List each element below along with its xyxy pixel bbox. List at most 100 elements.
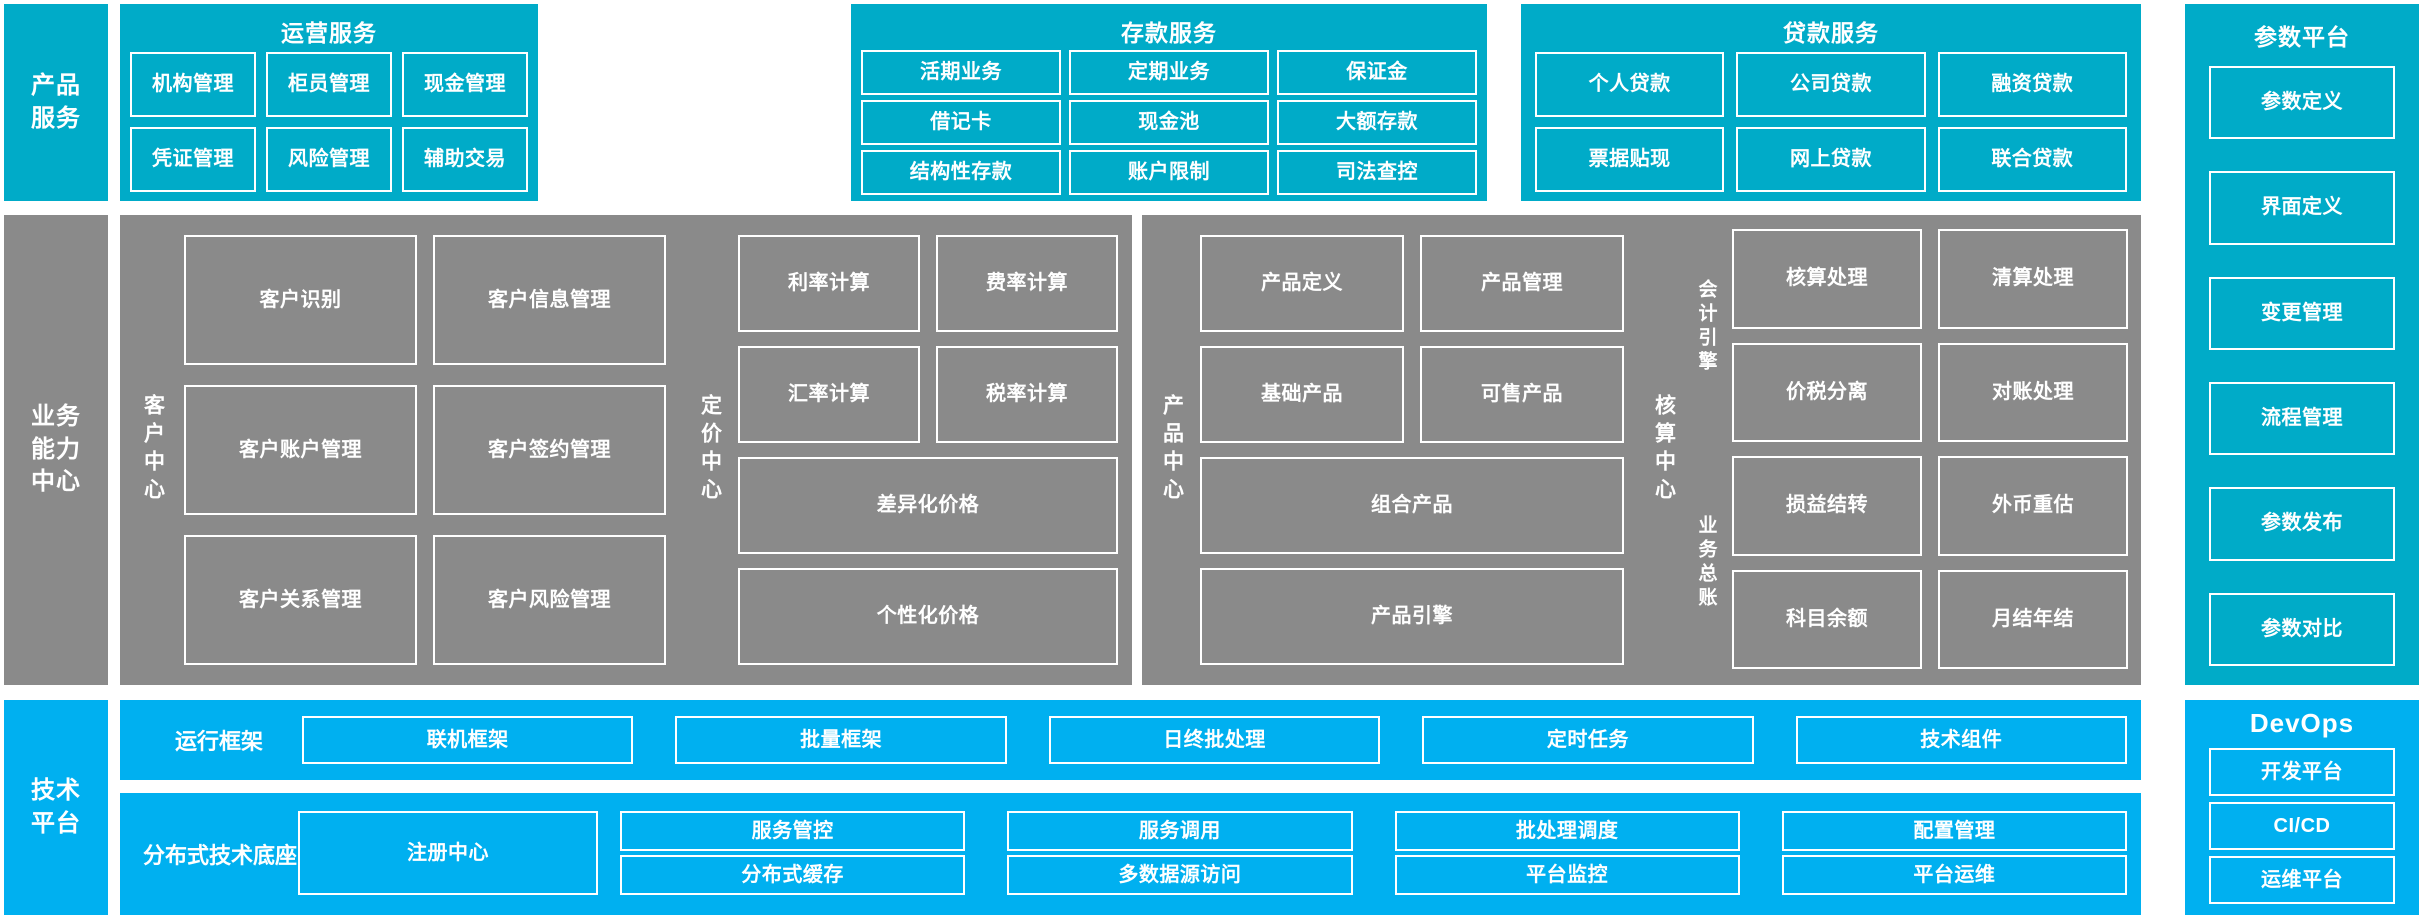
group-deposit-service: 存款服务 活期业务 定期业务 保证金 借记卡 现金池 大额存款 结构性存款 账户… bbox=[851, 4, 1487, 201]
framework-cell[interactable]: 批量框架 bbox=[675, 716, 1007, 764]
label-line: 业务 bbox=[31, 403, 81, 431]
devops-panel: DevOps 开发平台 CI/CD 运维平台 bbox=[2185, 700, 2419, 915]
capability-cell[interactable]: 基础产品 bbox=[1200, 346, 1404, 443]
service-cell[interactable]: 柜员管理 bbox=[266, 52, 392, 117]
service-cell[interactable]: 票据贴现 bbox=[1535, 127, 1725, 192]
capability-cell[interactable]: 个性化价格 bbox=[738, 568, 1118, 665]
service-cell[interactable]: 借记卡 bbox=[861, 100, 1061, 145]
label-line: 产品 bbox=[31, 72, 81, 100]
capability-cell[interactable]: 外币重估 bbox=[1938, 456, 2128, 556]
service-cell[interactable]: 机构管理 bbox=[130, 52, 256, 117]
center-product: 产品中心 产品定义 产品管理 基础产品 可售产品 组合产品 产品引擎 bbox=[1142, 215, 1636, 685]
service-cell[interactable]: 辅助交易 bbox=[402, 127, 528, 192]
product-service-label: 产品 服务 bbox=[4, 4, 108, 201]
deposit-service-grid: 活期业务 定期业务 保证金 借记卡 现金池 大额存款 结构性存款 账户限制 司法… bbox=[861, 50, 1477, 195]
center-sublabel-accounting-engine: 会计引擎 bbox=[1695, 279, 1717, 375]
capability-cell[interactable]: 差异化价格 bbox=[738, 457, 1118, 554]
center-label-product: 产品中心 bbox=[1160, 394, 1184, 506]
service-cell[interactable]: 个人贷款 bbox=[1535, 52, 1725, 117]
capability-cell[interactable]: 客户识别 bbox=[184, 235, 417, 365]
service-cell[interactable]: 保证金 bbox=[1277, 50, 1477, 95]
label-line: 平台 bbox=[31, 809, 81, 837]
service-cell[interactable]: 大额存款 bbox=[1277, 100, 1477, 145]
center-label-pricing: 定价中心 bbox=[698, 394, 722, 506]
capability-cell[interactable]: 价税分离 bbox=[1732, 342, 1922, 442]
loan-service-grid: 个人贷款 公司贷款 融资贷款 票据贴现 网上贷款 联合贷款 bbox=[1535, 52, 2127, 192]
group-operation-service: 运营服务 机构管理 柜员管理 现金管理 凭证管理 风险管理 辅助交易 bbox=[120, 4, 538, 201]
service-cell[interactable]: 风险管理 bbox=[266, 127, 392, 192]
framework-cell[interactable]: 技术组件 bbox=[1795, 716, 2127, 764]
base-cell[interactable]: 配置管理 bbox=[1781, 811, 2127, 851]
parameter-cell[interactable]: 界面定义 bbox=[2209, 171, 2395, 245]
capability-cell[interactable]: 损益结转 bbox=[1732, 456, 1922, 556]
base-cell[interactable]: 多数据源访问 bbox=[1007, 855, 1353, 895]
capability-cell[interactable]: 核算处理 bbox=[1732, 229, 1922, 329]
technology-platform-label-panel: 技术 平台 bbox=[4, 700, 108, 915]
base-cell[interactable]: 分布式缓存 bbox=[620, 855, 966, 895]
base-cell[interactable]: 平台运维 bbox=[1781, 855, 2127, 895]
runtime-framework-grid: 联机框架 批量框架 日终批处理 定时任务 技术组件 bbox=[302, 716, 2127, 764]
capability-cell[interactable]: 组合产品 bbox=[1200, 457, 1624, 554]
service-cell[interactable]: 联合贷款 bbox=[1937, 127, 2127, 192]
parameter-cell[interactable]: 参数定义 bbox=[2209, 66, 2395, 140]
capability-cell[interactable]: 客户签约管理 bbox=[433, 385, 666, 515]
registry-center-cell[interactable]: 注册中心 bbox=[298, 811, 598, 895]
service-cell[interactable]: 结构性存款 bbox=[861, 150, 1061, 195]
label-line: 技术 bbox=[31, 777, 81, 805]
service-cell[interactable]: 凭证管理 bbox=[130, 127, 256, 192]
capability-cell[interactable]: 科目余额 bbox=[1732, 569, 1922, 669]
center-label-accounting: 核算中心 bbox=[1652, 394, 1676, 506]
capability-cell[interactable]: 客户信息管理 bbox=[433, 235, 666, 365]
capability-cell[interactable]: 产品引擎 bbox=[1200, 568, 1624, 665]
framework-cell[interactable]: 日终批处理 bbox=[1048, 716, 1381, 764]
distributed-base-grid: 服务管控 服务调用 批处理调度 配置管理 分布式缓存 多数据源访问 平台监控 平… bbox=[620, 811, 2127, 895]
capability-cell[interactable]: 对账处理 bbox=[1938, 342, 2128, 442]
devops-cell[interactable]: CI/CD bbox=[2209, 802, 2395, 850]
label-line: 能力 bbox=[31, 435, 81, 463]
service-cell[interactable]: 网上贷款 bbox=[1736, 127, 1926, 192]
service-cell[interactable]: 公司贷款 bbox=[1736, 52, 1926, 117]
band-label-runtime-framework: 运行框架 bbox=[174, 729, 263, 754]
base-cell[interactable]: 批处理调度 bbox=[1394, 811, 1740, 851]
center-sublabel-general-ledger: 业务总账 bbox=[1695, 515, 1717, 611]
service-cell[interactable]: 融资贷款 bbox=[1937, 52, 2127, 117]
capability-cell[interactable]: 税率计算 bbox=[936, 346, 1118, 443]
base-cell[interactable]: 服务管控 bbox=[620, 811, 966, 851]
devops-cell[interactable]: 开发平台 bbox=[2209, 748, 2395, 796]
capability-cell[interactable]: 客户账户管理 bbox=[184, 385, 417, 515]
group-title-operation: 运营服务 bbox=[281, 20, 377, 46]
product-center-grid: 产品定义 产品管理 基础产品 可售产品 组合产品 产品引擎 bbox=[1200, 235, 1624, 665]
capability-cell[interactable]: 费率计算 bbox=[936, 235, 1118, 332]
parameter-cell[interactable]: 流程管理 bbox=[2209, 382, 2395, 456]
service-cell[interactable]: 现金池 bbox=[1069, 100, 1269, 145]
base-cell[interactable]: 平台监控 bbox=[1394, 855, 1740, 895]
capability-cell[interactable]: 月结年结 bbox=[1938, 569, 2128, 669]
capability-cell[interactable]: 产品管理 bbox=[1420, 235, 1624, 332]
framework-cell[interactable]: 联机框架 bbox=[302, 716, 634, 764]
capability-cell[interactable]: 产品定义 bbox=[1200, 235, 1404, 332]
accounting-center-grid: 核算处理 清算处理 价税分离 对账处理 损益结转 外币重估 科目余额 月结年结 bbox=[1732, 229, 2128, 669]
capability-cell[interactable]: 清算处理 bbox=[1938, 229, 2128, 329]
service-cell[interactable]: 定期业务 bbox=[1069, 50, 1269, 95]
parameter-cell[interactable]: 参数发布 bbox=[2209, 487, 2395, 561]
parameter-cell[interactable]: 变更管理 bbox=[2209, 276, 2395, 350]
capability-cell[interactable]: 利率计算 bbox=[738, 235, 920, 332]
framework-cell[interactable]: 定时任务 bbox=[1422, 716, 1754, 764]
service-cell[interactable]: 现金管理 bbox=[402, 52, 528, 117]
service-cell[interactable]: 司法查控 bbox=[1277, 150, 1477, 195]
operation-service-grid: 机构管理 柜员管理 现金管理 凭证管理 风险管理 辅助交易 bbox=[130, 52, 528, 192]
parameter-platform-title: 参数平台 bbox=[2254, 24, 2350, 50]
business-capability-label-panel: 业务 能力 中心 bbox=[4, 215, 108, 685]
capability-cell[interactable]: 可售产品 bbox=[1420, 346, 1624, 443]
base-cell[interactable]: 服务调用 bbox=[1007, 811, 1353, 851]
technology-platform-label: 技术 平台 bbox=[4, 700, 108, 915]
capability-cell[interactable]: 客户风险管理 bbox=[433, 535, 666, 665]
customer-center-grid: 客户识别 客户信息管理 客户账户管理 客户签约管理 客户关系管理 客户风险管理 bbox=[184, 235, 666, 665]
devops-cell[interactable]: 运维平台 bbox=[2209, 856, 2395, 904]
service-cell[interactable]: 账户限制 bbox=[1069, 150, 1269, 195]
capability-cell[interactable]: 客户关系管理 bbox=[184, 535, 417, 665]
capability-cell[interactable]: 汇率计算 bbox=[738, 346, 920, 443]
parameter-cell[interactable]: 参数对比 bbox=[2209, 592, 2395, 666]
service-cell[interactable]: 活期业务 bbox=[861, 50, 1061, 95]
band-label-distributed-base: 分布式技术底座 bbox=[142, 843, 297, 868]
